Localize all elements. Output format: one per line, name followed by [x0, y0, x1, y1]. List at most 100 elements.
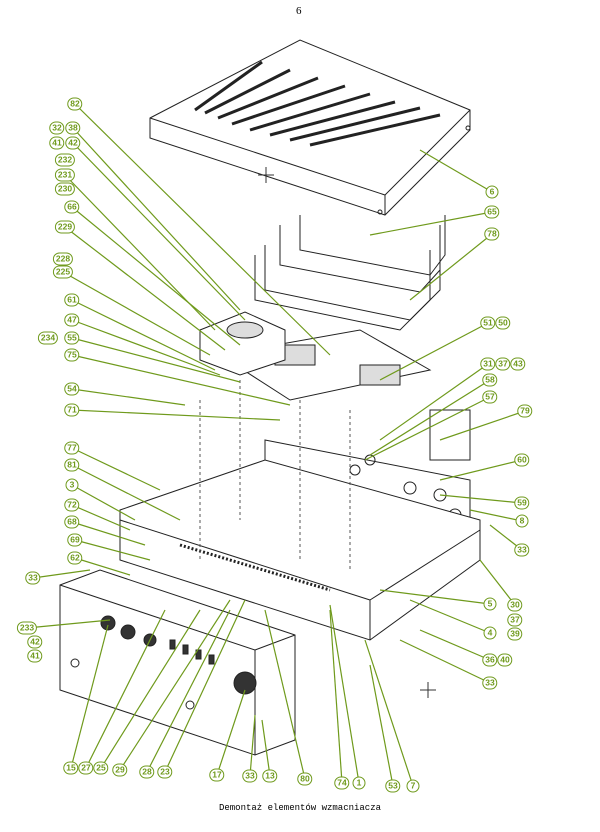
- part-callout: 33: [25, 571, 41, 585]
- part-callout: 17: [209, 768, 225, 782]
- leader-line: [71, 447, 161, 491]
- leader-line: [439, 494, 523, 504]
- part-callout: 234: [37, 331, 59, 345]
- leader-line: [72, 142, 246, 321]
- part-callout: 71: [64, 403, 80, 417]
- part-callout: 37: [495, 357, 511, 371]
- part-callout: 29: [112, 763, 128, 777]
- part-callout: 41: [49, 136, 65, 150]
- leader-line: [261, 719, 271, 777]
- part-callout: 78: [484, 227, 500, 241]
- leader-line: [119, 599, 231, 771]
- part-callout: 225: [52, 265, 74, 279]
- leader-line: [379, 322, 489, 381]
- part-callout: 79: [517, 404, 533, 418]
- part-callout: 42: [27, 635, 43, 649]
- cover-vents: [194, 60, 441, 147]
- assembly-guides: [199, 380, 351, 570]
- part-callout: 43: [510, 357, 526, 371]
- part-callout: 33: [482, 676, 498, 690]
- part-callout: 5: [483, 597, 497, 611]
- part-callout: 25: [93, 761, 109, 775]
- leader-line: [71, 206, 241, 346]
- leader-line: [329, 609, 343, 784]
- leader-line: [369, 379, 491, 456]
- part-callout: 15: [63, 761, 79, 775]
- part-callout: 28: [139, 765, 155, 779]
- leader-line: [100, 609, 201, 769]
- leader-line: [71, 484, 136, 521]
- part-callout: 59: [514, 496, 530, 510]
- part-callout: 60: [514, 453, 530, 467]
- registration-marks: [258, 167, 436, 698]
- part-callout: 40: [497, 653, 513, 667]
- leader-line: [329, 604, 360, 784]
- part-callout: 58: [482, 373, 498, 387]
- part-callout: 61: [64, 293, 80, 307]
- heatsinks: [254, 215, 446, 331]
- leader-line: [71, 319, 221, 376]
- leader-line: [164, 599, 246, 773]
- leader-line: [439, 410, 526, 441]
- part-callout: 81: [64, 458, 80, 472]
- part-callout: 233: [16, 621, 38, 635]
- leader-line: [364, 396, 491, 461]
- leader-line: [369, 664, 394, 787]
- part-callout: 51: [480, 316, 496, 330]
- part-callout: 23: [157, 765, 173, 779]
- part-callout: 47: [64, 313, 80, 327]
- leader-line: [71, 504, 131, 531]
- part-callout: 50: [495, 316, 511, 330]
- part-callout: 27: [78, 761, 94, 775]
- leader-line: [479, 559, 516, 606]
- leader-line: [26, 619, 111, 629]
- part-callout: 229: [54, 220, 76, 234]
- leader-line: [469, 509, 523, 522]
- leader-line: [71, 388, 186, 406]
- part-callout: 30: [507, 598, 523, 612]
- part-callout: 4: [483, 626, 497, 640]
- leader-line: [72, 127, 241, 311]
- part-callout: 72: [64, 498, 80, 512]
- part-callout: 7: [406, 779, 420, 793]
- leader-line: [409, 599, 491, 634]
- leader-line: [439, 459, 523, 481]
- part-callout: 74: [334, 776, 350, 790]
- part-callout: 55: [64, 331, 80, 345]
- part-callout: 77: [64, 441, 80, 455]
- leader-line: [71, 354, 291, 406]
- part-callout: 232: [54, 153, 76, 167]
- front-panel: [59, 569, 296, 756]
- page-number: 6: [296, 5, 302, 17]
- part-callout: 68: [64, 515, 80, 529]
- leader-line: [364, 639, 414, 787]
- part-callout: 42: [65, 136, 81, 150]
- part-callout: 57: [482, 390, 498, 404]
- leader-line: [32, 569, 91, 579]
- part-callout: 80: [297, 772, 313, 786]
- leader-line: [64, 226, 226, 351]
- part-callout: 53: [385, 779, 401, 793]
- transformer: [199, 311, 286, 376]
- leader-line: [419, 149, 493, 193]
- leader-line: [379, 363, 489, 441]
- leader-line: [74, 539, 151, 561]
- leader-line: [71, 464, 181, 521]
- part-callout: 8: [515, 514, 529, 528]
- part-callout: 1: [352, 776, 366, 790]
- part-callout: 36: [482, 653, 498, 667]
- leader-line: [74, 103, 331, 356]
- leader-line: [71, 521, 146, 546]
- part-callout: 32: [49, 121, 65, 135]
- part-callout: 3: [65, 478, 79, 492]
- part-callout: 39: [507, 627, 523, 641]
- leader-line: [409, 233, 493, 301]
- figure-caption: Demontaż elementów wzmacniacza: [218, 803, 382, 813]
- leader-line: [71, 337, 241, 383]
- leader-line: [62, 271, 211, 356]
- top-cover: [149, 39, 471, 216]
- leader-line: [264, 609, 306, 780]
- part-callout: 75: [64, 348, 80, 362]
- part-callout: 41: [27, 649, 43, 663]
- part-callout: 38: [65, 121, 81, 135]
